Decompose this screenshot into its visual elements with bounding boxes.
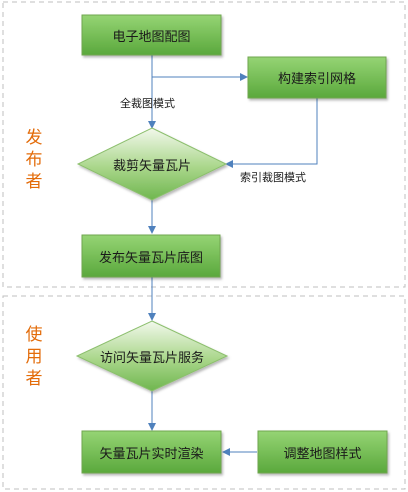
node-realtime-render xyxy=(81,430,222,474)
node-access-service-label: 访问矢量瓦片服务 xyxy=(99,350,204,366)
node-edit-map-label: 电子地图配图 xyxy=(112,29,191,45)
edge-index-to-cut xyxy=(225,98,318,168)
node-cut-tiles-label: 裁剪矢量瓦片 xyxy=(112,158,191,174)
node-edit-map xyxy=(81,14,222,56)
node-access-service xyxy=(75,320,229,392)
edge-label-full-cut-mode: 全裁图模式 xyxy=(120,97,175,110)
lane-label-publisher: 发布者 xyxy=(25,128,43,192)
node-adjust-style-label: 调整地图样式 xyxy=(283,446,362,462)
edge-label-index-cut-mode: 索引裁图模式 xyxy=(240,171,306,184)
node-build-index-grid xyxy=(247,56,387,99)
node-cut-tiles xyxy=(76,127,228,201)
node-build-index-grid-label: 构建索引网格 xyxy=(277,72,356,87)
node-adjust-style xyxy=(257,430,388,474)
lane-label-user: 使用者 xyxy=(25,325,43,389)
node-publish-basemap xyxy=(81,234,221,278)
node-realtime-render-label: 矢量瓦片实时渲染 xyxy=(99,446,204,462)
node-publish-basemap-label: 发布矢量瓦片底图 xyxy=(98,250,203,266)
lane-user xyxy=(2,295,406,490)
edge-edit-to-index xyxy=(151,55,248,81)
lane-publisher xyxy=(2,1,406,288)
